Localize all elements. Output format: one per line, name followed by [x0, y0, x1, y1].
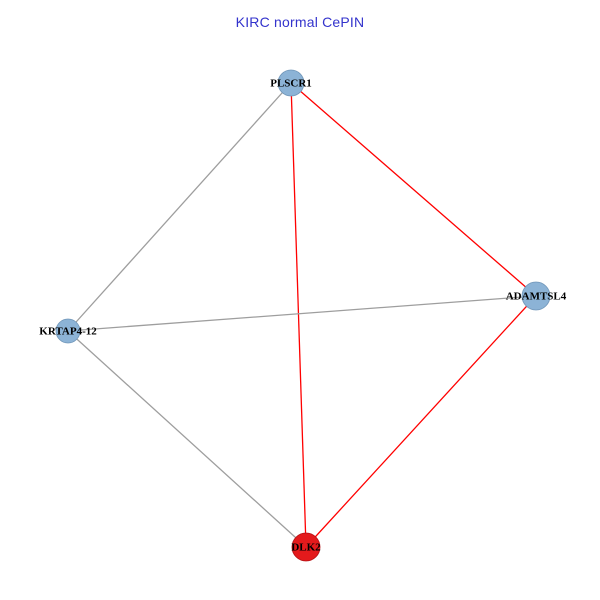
edge-PLSCR1-ADAMTSL4	[290, 82, 537, 297]
node-label-DLK2: DLK2	[291, 542, 321, 554]
edge-KRTAP4-12-DLK2	[67, 330, 307, 548]
node-PLSCR1	[277, 69, 305, 97]
node-label-PLSCR1: PLSCR1	[270, 78, 312, 90]
node-label-ADAMTSL4: ADAMTSL4	[506, 291, 567, 303]
edge-PLSCR1-KRTAP4-12	[67, 82, 292, 332]
node-DLK2	[291, 532, 321, 562]
node-KRTAP4-12	[55, 318, 81, 344]
edge-PLSCR1-DLK2	[290, 82, 307, 548]
edge-ADAMTSL4-DLK2	[305, 295, 537, 548]
chart-title: KIRC normal CePIN	[235, 14, 365, 30]
node-ADAMTSL4	[521, 281, 551, 311]
edge-KRTAP4-12-ADAMTSL4	[67, 295, 537, 332]
node-label-KRTAP4-12: KRTAP4-12	[39, 326, 97, 338]
